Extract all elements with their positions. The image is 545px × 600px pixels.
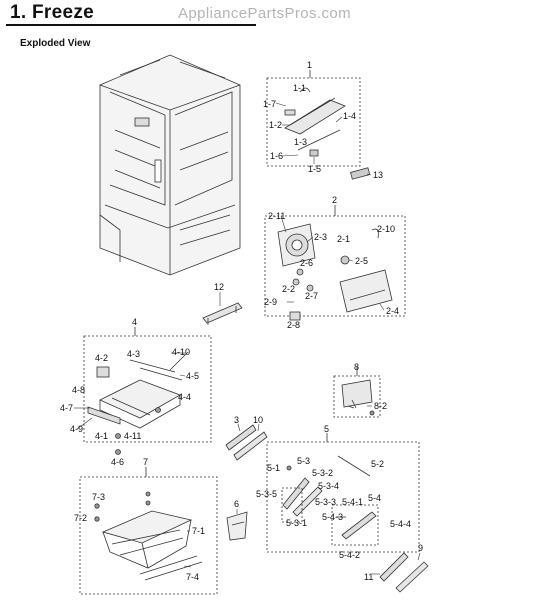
part-group-4	[83, 327, 212, 455]
callout-6: 6	[234, 499, 239, 509]
callout-2-7: 2-7	[305, 291, 318, 301]
callout-10: 10	[253, 415, 263, 425]
callout-2-2: 2-2	[282, 284, 295, 294]
callout-5-1: 5-1	[267, 463, 280, 473]
callout-5-3-1: 5-3-1	[286, 518, 307, 528]
callout-4-6: 4-6	[111, 457, 124, 467]
callout-4-5: 4-5	[186, 371, 199, 381]
parts-9-11-rails	[379, 552, 429, 593]
part-6-bracket	[226, 511, 248, 541]
page-subtitle: Exploded View	[20, 38, 91, 49]
page-title: 1. Freeze	[10, 2, 95, 23]
callout-1-2: 1-2	[269, 120, 282, 130]
title-underline	[6, 24, 256, 26]
part-group-7	[79, 467, 218, 595]
callout-2-1: 2-1	[337, 234, 350, 244]
callout-13: 13	[373, 170, 383, 180]
callout-4-11: 4-11	[124, 431, 141, 441]
callout-5: 5	[324, 424, 329, 434]
callout-5-2: 5-2	[371, 459, 384, 469]
callout-4-1: 4-1	[95, 431, 108, 441]
callout-7-4: 7-4	[186, 572, 199, 582]
callout-8: 8	[354, 362, 359, 372]
callout-1-4: 1-4	[343, 111, 356, 121]
callout-12: 12	[214, 282, 224, 292]
callout-4: 4	[132, 317, 137, 327]
callout-1-3: 1-3	[294, 137, 307, 147]
callout-5-3-4: 5-3-4	[318, 481, 339, 491]
part-group-1	[266, 70, 371, 180]
callout-5-4-2: 5-4-2	[339, 550, 360, 560]
watermark: AppliancePartsPros.com	[178, 5, 352, 22]
callout-4-2: 4-2	[95, 353, 108, 363]
callout-11: 11	[364, 572, 373, 582]
parts-3-10-rails	[225, 424, 268, 461]
callout-2-10: 2-10	[377, 224, 395, 234]
leader-lines	[74, 102, 421, 575]
callout-7-2: 7-2	[74, 513, 87, 523]
callout-4-3: 4-3	[127, 349, 140, 359]
callout-1-5: 1-5	[308, 164, 321, 174]
callout-4-4: 4-4	[178, 392, 191, 402]
part-group-2	[264, 205, 406, 321]
callout-4-9: 4-9	[70, 424, 83, 434]
callout-2-9: 2-9	[264, 297, 277, 307]
callout-8-2: 8-2	[374, 401, 387, 411]
callout-2-8: 2-8	[287, 320, 300, 330]
part-group-8	[333, 367, 381, 418]
callout-4-8: 4-8	[72, 385, 85, 395]
callout-7-1: 7-1	[192, 526, 205, 536]
part-group-5	[266, 433, 420, 553]
callout-labels: 1 1-1 1-7 1-2 1-4 1-3 1-6 1-5 13 2 2-11 …	[60, 60, 423, 582]
callout-5-4-1: 5-4-1	[342, 497, 363, 507]
callout-5-3: 5-3	[297, 456, 310, 466]
callout-2-6: 2-6	[300, 258, 313, 268]
callout-1: 1	[307, 60, 312, 70]
callout-4-7: 4-7	[60, 403, 73, 413]
callout-9: 9	[418, 543, 423, 553]
callout-3: 3	[234, 415, 239, 425]
callout-2-5: 2-5	[355, 256, 368, 266]
callout-7: 7	[143, 457, 148, 467]
callout-2-11: 2-11	[268, 211, 285, 221]
callout-5-4: 5-4	[368, 493, 381, 503]
callout-5-3-2: 5-3-2	[312, 468, 333, 478]
callout-2: 2	[332, 195, 337, 205]
callout-5-3-3: 5-3-3	[315, 497, 336, 507]
callout-1-6: 1-6	[270, 151, 283, 161]
callout-5-4-4: 5-4-4	[390, 519, 411, 529]
callout-5-3-5: 5-3-5	[256, 489, 277, 499]
callout-2-4: 2-4	[386, 306, 399, 316]
part-12-handle	[202, 302, 243, 325]
freezer-cabinet	[99, 54, 241, 276]
callout-1-7: 1-7	[263, 99, 276, 109]
callout-7-3: 7-3	[92, 492, 105, 502]
callout-2-3: 2-3	[314, 232, 327, 242]
callout-5-4-3: 5-4-3	[322, 512, 343, 522]
callout-4-10: 4-10	[172, 347, 190, 357]
callout-1-1: 1-1	[293, 83, 306, 93]
